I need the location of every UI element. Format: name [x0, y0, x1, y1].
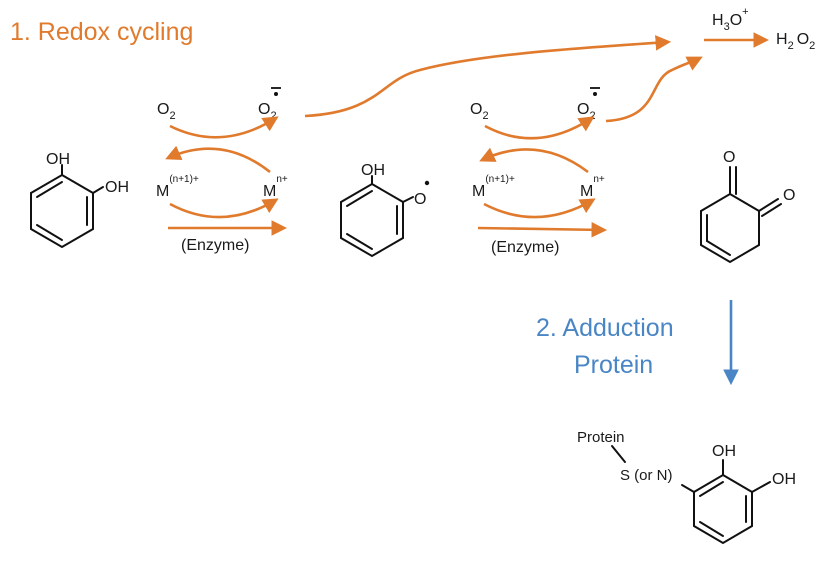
superoxide-label-2: O2 [577, 101, 596, 122]
catechol-structure [30, 164, 104, 249]
protein-adduct-structure [611, 445, 771, 545]
metal-reduction-arrow-1 [169, 198, 279, 219]
metal-reoxidation-arrow-1 [165, 145, 271, 174]
s-or-n-label: S (or N) [620, 467, 673, 484]
adduction-protein-title: Protein [574, 351, 653, 379]
metal-reoxidation-arrow-2 [479, 147, 589, 174]
quinone-o-right: O [783, 187, 795, 204]
quinone-o-top: O [723, 149, 735, 166]
metal-reduction-arrow-2 [483, 198, 596, 219]
superoxide-label-1: O2 [258, 101, 277, 122]
adduct-oh-right: OH [772, 471, 796, 488]
redox-cycling-title: 1. Redox cycling [10, 18, 193, 46]
h3o-label: H3O+ [712, 6, 749, 33]
main-oxidation-arrow-2 [477, 222, 608, 238]
superoxide-dot-1 [274, 92, 278, 96]
adduct-oh-top: OH [712, 443, 736, 460]
radical-dot [424, 180, 430, 186]
superoxide-dot-2 [593, 92, 597, 96]
o2-reduction-arrow-1 [169, 116, 279, 139]
superoxide-flow-arrow-2 [605, 56, 703, 123]
o2-reduction-arrow-2 [484, 116, 595, 140]
o2-label-1: O2 [157, 101, 176, 122]
superoxide-flow-arrow-1 [304, 35, 672, 118]
metal-reduced-2: Mn+ [580, 174, 605, 200]
catechol-oh-right: OH [105, 179, 129, 196]
catechol-oh-top: OH [46, 151, 70, 168]
metal-oxidized-1: M(n+1)+ [156, 174, 199, 200]
adduction-title: 2. Adduction [536, 314, 674, 342]
protein-label: Protein [577, 429, 625, 446]
metal-reduced-1: Mn+ [263, 174, 288, 200]
metal-oxidized-2: M(n+1)+ [472, 174, 515, 200]
o2-label-2: O2 [470, 101, 489, 122]
quinone-structure [700, 166, 782, 264]
enzyme-label-1: (Enzyme) [181, 237, 249, 254]
semiquinone-o-radical: O [414, 191, 426, 208]
semiquinone-oh: OH [361, 162, 385, 179]
enzyme-label-2: (Enzyme) [491, 239, 559, 256]
semiquinone-structure [340, 175, 414, 258]
